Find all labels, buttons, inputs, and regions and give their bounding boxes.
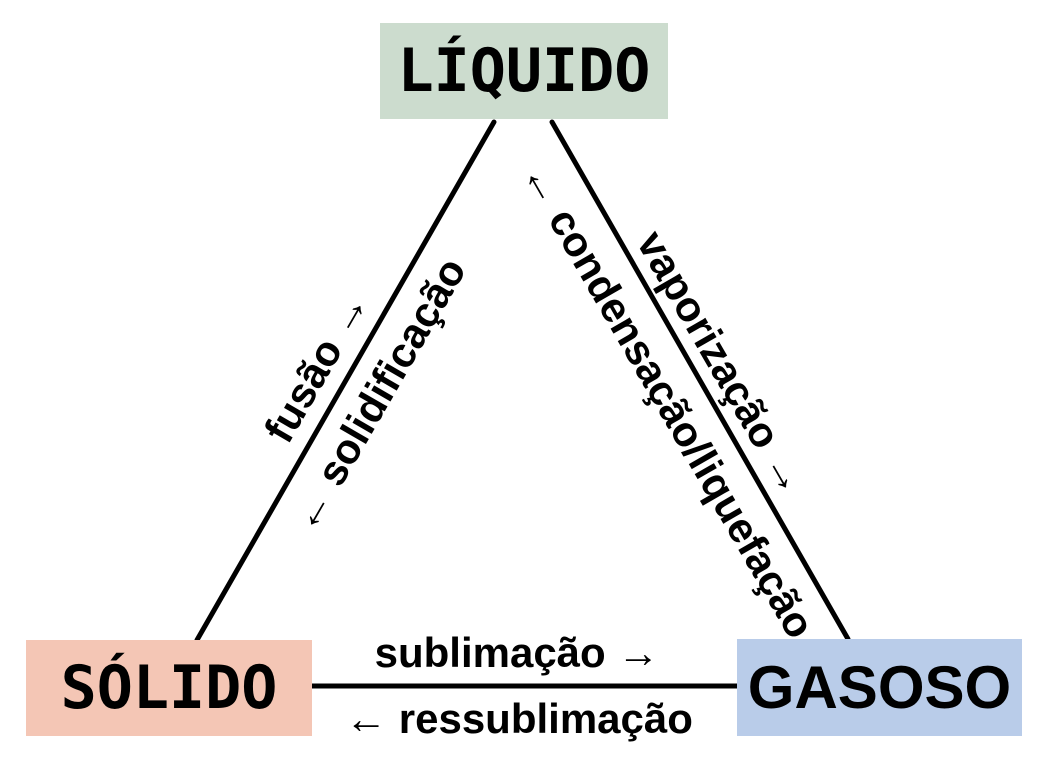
- transition-label-sublimacao: sublimação →: [374, 629, 660, 676]
- state-label-solido: SÓLIDO: [60, 653, 278, 723]
- state-box-liquido: LÍQUIDO: [380, 23, 668, 119]
- transition-label-ressublimacao: ← ressublimação: [345, 695, 693, 742]
- state-box-solido: SÓLIDO: [26, 640, 312, 736]
- state-label-gasoso: GASOSO: [747, 653, 1012, 721]
- state-box-gasoso: GASOSO: [737, 639, 1022, 736]
- state-label-liquido: LÍQUIDO: [397, 36, 651, 106]
- solid-liquid-edge-line: [194, 119, 497, 643]
- liquid-gas-edge-line: [549, 119, 851, 642]
